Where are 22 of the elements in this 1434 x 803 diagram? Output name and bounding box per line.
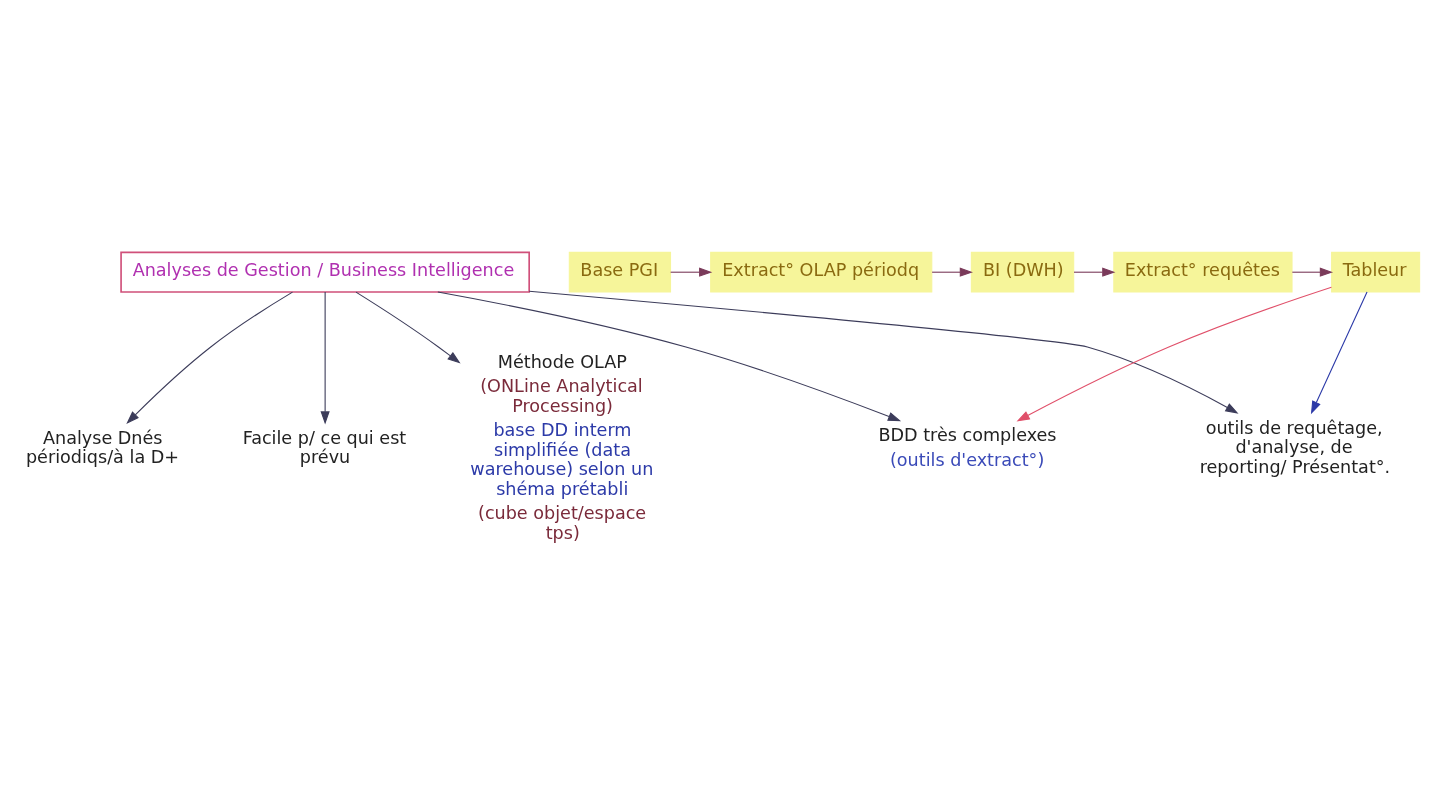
node-box: Extract° requêtes: [1113, 251, 1293, 293]
arrow: [1291, 267, 1334, 277]
node-text: Facile p/ ce qui est prévu: [242, 427, 407, 467]
arrow: [1073, 267, 1116, 277]
arrow: [1016, 286, 1332, 421]
node-box: Analyses de Gestion / Business Intelligence: [120, 251, 530, 293]
arrow: [355, 291, 461, 364]
arrow: [437, 290, 902, 421]
node-text: outils de requêtage, d'analyse, de reporting/ Présentat°.: [1199, 417, 1391, 477]
arrow: [931, 267, 973, 277]
arrow: [1310, 290, 1368, 414]
node-box: Base PGI: [568, 251, 672, 293]
node-text: Méthode OLAP (ONLine Analytical Processing) base DD interm simplifiée (data warehouse) selon un shéma prétabli (cube objet/espace tps): [470, 351, 654, 543]
arrow: [126, 291, 294, 424]
node-box: BI (DWH): [970, 251, 1075, 293]
arrow: [670, 267, 713, 277]
arrow: [320, 290, 330, 425]
arrow: [528, 290, 1239, 414]
node-text: Analyse Dnés périodiqs/à la D+: [25, 427, 180, 467]
node-box: Tableur: [1331, 251, 1421, 293]
node-box: Extract° OLAP périodq: [710, 251, 933, 293]
node-text: BDD très complexes (outils d'extract°): [878, 424, 1057, 470]
